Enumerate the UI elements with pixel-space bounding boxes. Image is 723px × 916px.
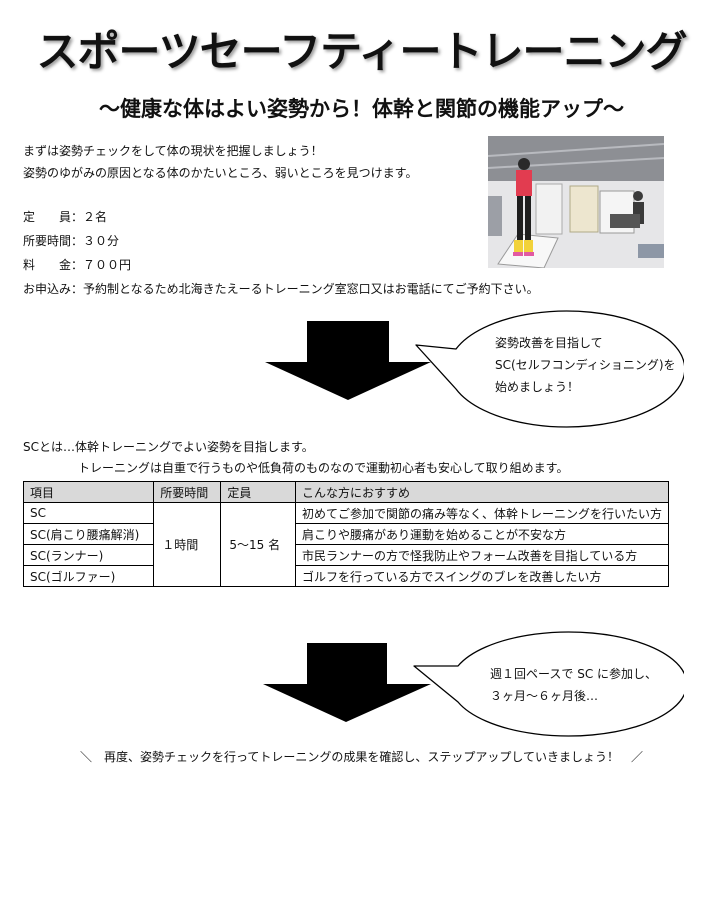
detail-label: 定 員： — [23, 210, 84, 224]
intro-line-2: 姿勢のゆがみの原因となる体のかたいところ、弱いところを見つけます。 — [23, 166, 418, 180]
bubble1-line-1: 姿勢改善を目指して — [495, 336, 603, 350]
detail-fee: 料 金：７００円 — [23, 254, 131, 276]
speech-bubble-icon — [415, 310, 684, 428]
detail-duration: 所要時間：３０分 — [23, 230, 119, 252]
training-photo-illustration — [488, 136, 664, 268]
row-duration: １時間 — [153, 502, 222, 587]
detail-label: お申込み： — [23, 282, 84, 296]
bubble2-line-1: 週１回ペースで SC に参加し、 — [490, 667, 658, 681]
page-title: スポーツセーフティートレーニング — [36, 27, 687, 76]
sc-description: トレーニングは自重で行うものや低負荷のものなので運動初心者も安心して取り組めます… — [78, 461, 569, 475]
detail-value: ２名 — [83, 210, 108, 224]
row-item: SC(ゴルファー) — [22, 565, 155, 587]
detail-application: お申込み：予約制となるため北海きたえーるトレーニング室窓口又はお電話にてご予約下… — [23, 278, 539, 300]
sc-program-table: 項目 所要時間 定員 こんな方におすすめ SC １時間 5～15 名 初めてご参… — [22, 481, 670, 587]
bubble2-line-2: ３ヶ月～６ヶ月後… — [490, 689, 599, 703]
table-row: SC(ゴルファー) ゴルフを行っている方でスイングのブレを改善したい方 — [22, 565, 670, 587]
row-recommend: 肩こりや腰痛があり運動を始めることが不安な方 — [294, 523, 670, 545]
footer-message: ＼ 再度、姿勢チェックを行ってトレーニングの成果を確認し、ステップアップしていき… — [79, 750, 644, 764]
page-subtitle: ～健康な体はよい姿勢から！体幹と関節の機能アップ～ — [99, 97, 624, 121]
detail-label: 所要時間： — [23, 234, 84, 248]
header-item: 項目 — [22, 481, 155, 503]
header-capacity: 定員 — [220, 481, 296, 503]
detail-capacity: 定 員：２名 — [23, 206, 107, 228]
down-arrow-icon — [263, 643, 431, 722]
row-item: SC(肩こり腰痛解消) — [22, 523, 155, 545]
speech-bubble-icon — [413, 631, 684, 737]
row-recommend: 初めてご参加で関節の痛み等なく、体幹トレーニングを行いたい方 — [294, 502, 670, 524]
table-row: SC(ランナー) 市民ランナーの方で怪我防止やフォーム改善を目指している方 — [22, 544, 670, 566]
down-arrow-icon — [265, 321, 431, 400]
table-header-row: 項目 所要時間 定員 こんな方におすすめ — [22, 481, 670, 503]
detail-value: 予約制となるため北海きたえーるトレーニング室窓口又はお電話にてご予約下さい。 — [83, 282, 539, 296]
table-row: SC(肩こり腰痛解消) 肩こりや腰痛があり運動を始めることが不安な方 — [22, 523, 670, 545]
row-item: SC(ランナー) — [22, 544, 155, 566]
sc-definition: SCとは…体幹トレーニングでよい姿勢を目指します。 — [23, 440, 314, 454]
training-photo — [488, 136, 664, 268]
bubble1-line-2: SC(セルフコンディショニング)を — [495, 358, 676, 372]
header-duration: 所要時間 — [153, 481, 222, 503]
header-recommend: こんな方におすすめ — [294, 481, 670, 503]
detail-value: ３０分 — [83, 234, 120, 248]
detail-value: ７００円 — [83, 258, 132, 272]
row-capacity: 5～15 名 — [220, 502, 296, 587]
bubble1-line-3: 始めましょう！ — [495, 380, 580, 394]
row-item: SC — [22, 502, 155, 524]
detail-label: 料 金： — [23, 258, 84, 272]
intro-line-1: まずは姿勢チェックをして体の現状を把握しましょう！ — [23, 144, 323, 158]
row-recommend: ゴルフを行っている方でスイングのブレを改善したい方 — [294, 565, 670, 587]
table-row: SC １時間 5～15 名 初めてご参加で関節の痛み等なく、体幹トレーニングを行… — [22, 502, 670, 587]
row-recommend: 市民ランナーの方で怪我防止やフォーム改善を目指している方 — [294, 544, 670, 566]
